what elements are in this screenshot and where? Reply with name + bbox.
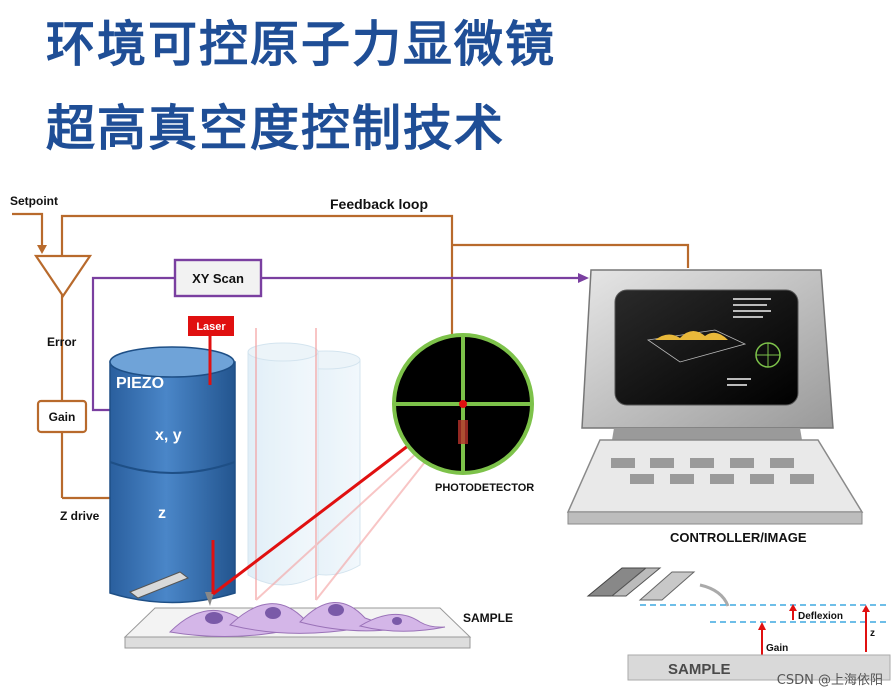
sample-inset-label: SAMPLE [668, 661, 731, 678]
cell-nuclei [205, 604, 402, 625]
z-drive-label: Z drive [60, 509, 100, 523]
amplifier-triangle [33, 254, 93, 298]
xy-label: x, y [155, 427, 182, 444]
error-label: Error [47, 335, 77, 349]
setpoint-arrowhead [37, 245, 47, 254]
z-label: z [158, 505, 166, 522]
photodetector [392, 333, 534, 475]
deflection-inset [586, 567, 891, 681]
feedback-loop-label: Feedback loop [330, 196, 428, 212]
laser-box [188, 316, 234, 336]
piezo-label: PIEZO [116, 375, 164, 392]
cantilever [128, 571, 190, 599]
computer-monitor [581, 269, 834, 440]
photodetector-label: PHOTODETECTOR [435, 482, 534, 494]
title-line-1: 环境可控原子力显微镜 [46, 16, 557, 73]
xy-scan-arrowhead [578, 273, 589, 283]
keyboard [566, 439, 864, 525]
controller-image-label: CONTROLLER/IMAGE [670, 530, 807, 545]
piezo-ghost-cylinders [247, 342, 361, 586]
feedback-loop-lines [12, 212, 690, 500]
deflexion-label: Deflexion [798, 611, 843, 622]
sample-label: SAMPLE [463, 611, 513, 625]
z-inset-label: z [870, 628, 875, 639]
title-line-2: 超高真空度控制技术 [46, 100, 506, 157]
xy-scan-label: XY Scan [192, 271, 244, 286]
cantilever-tip [205, 592, 214, 606]
laser-label: Laser [196, 321, 226, 333]
watermark: CSDN @上海依阳 [776, 673, 883, 688]
gain-box [36, 399, 88, 434]
xy-scan-lines [91, 276, 578, 412]
xy-scan-box [173, 258, 263, 298]
gain-inset-label: Gain [766, 643, 788, 654]
piezo-cylinder [109, 346, 236, 604]
gain-label: Gain [49, 410, 76, 424]
setpoint-label: Setpoint [10, 194, 58, 208]
